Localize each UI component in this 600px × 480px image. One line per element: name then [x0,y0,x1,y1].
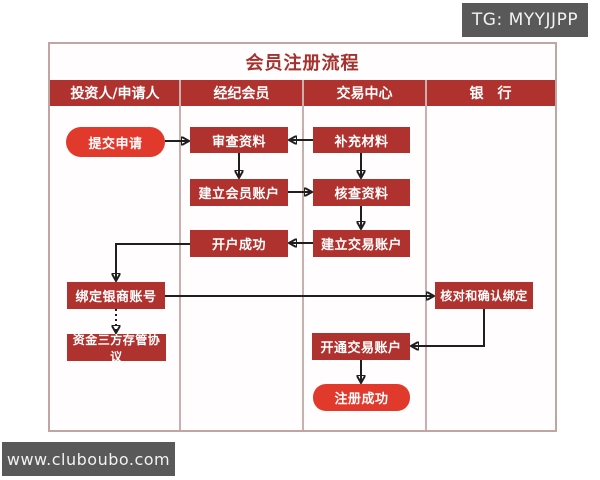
node-submit-application: 提交申请 [66,127,165,157]
flowchart-title: 会员注册流程 [245,53,360,74]
lane-divider-3 [425,80,427,430]
node-activate-trading-account: 开通交易账户 [312,333,410,360]
lane-divider-2 [302,80,304,430]
node-confirm-binding: 核对和确认绑定 [435,282,533,309]
node-tripartite-custody-agreement: 资金三方存管协议 [67,333,166,364]
watermark-text: www.cluboubo.com [6,449,171,469]
node-bind-bank-account: 绑定银商账号 [67,282,165,309]
node-create-trading-account: 建立交易账户 [313,230,410,257]
lane-header-broker: 经纪会员 [213,86,270,102]
watermark-banner: www.cluboubo.com [2,442,175,476]
node-account-opened: 开户成功 [190,230,288,257]
lane-header-investor: 投资人/申请人 [70,86,160,102]
node-create-member-account: 建立会员账户 [190,179,288,206]
node-verify-materials: 核查资料 [313,179,410,206]
telegram-badge: TG: MYYJJPP [462,3,588,37]
telegram-badge-text: TG: MYYJJPP [471,10,579,30]
lane-divider-1 [179,80,181,430]
lane-header-bank: 银 行 [469,86,512,102]
lane-header-trading-center: 交易中心 [336,86,393,102]
node-review-materials: 审查资料 [190,127,288,153]
node-registration-success: 注册成功 [313,384,410,411]
flowchart-frame: 会员注册流程 投资人/申请人 经纪会员 交易中心 银 行 [48,42,557,432]
node-supplement-materials: 补充材料 [313,127,410,153]
